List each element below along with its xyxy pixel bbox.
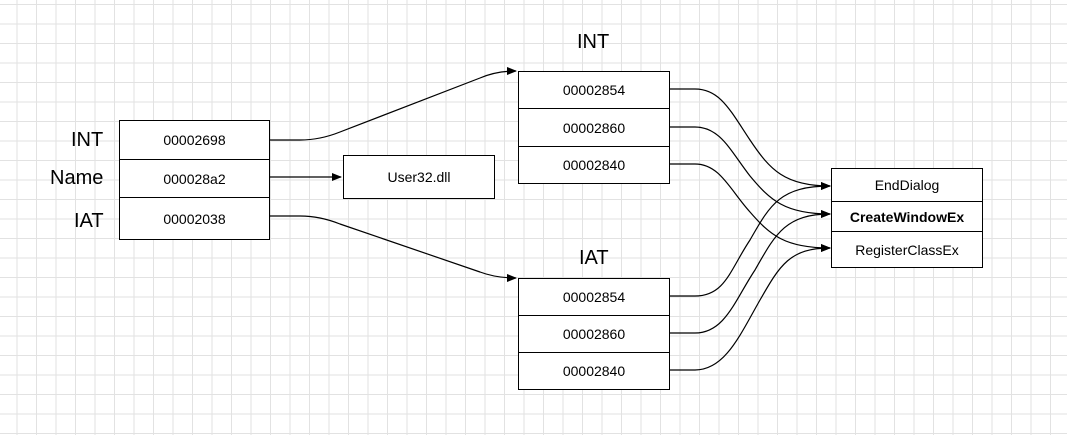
function-end-dialog: EndDialog (831, 168, 983, 201)
connector-iat-1-to-func-1 (670, 210, 831, 334)
iat-entry-1: 00002860 (518, 315, 670, 352)
connector-int-0-to-func-0 (670, 88, 831, 190)
connector-desc-iat-to-iat-table (270, 215, 517, 282)
descriptor-cell-iat: 00002038 (119, 197, 270, 240)
descriptor-cell-name: 000028a2 (119, 159, 270, 197)
connector-int-2-to-func-2 (670, 163, 831, 252)
label-name: Name (50, 167, 104, 189)
function-create-window-ex: CreateWindowEx (831, 201, 983, 231)
label-iat: IAT (74, 210, 104, 232)
label-int: INT (71, 129, 104, 151)
function-register-class-ex: RegisterClassEx (831, 231, 983, 268)
iat-entry-0: 00002854 (518, 278, 670, 315)
dll-name-box: User32.dll (343, 155, 495, 199)
connector-iat-2-to-func-2 (670, 244, 831, 371)
iat-table-title: IAT (579, 247, 609, 269)
int-table-title: INT (577, 31, 610, 53)
int-entry-2: 00002840 (518, 146, 670, 184)
connector-iat-0-to-func-0 (670, 182, 831, 297)
connector-desc-int-to-int-table (270, 67, 517, 141)
descriptor-cell-int: 00002698 (119, 120, 270, 159)
connector-int-1-to-func-1 (670, 126, 831, 218)
int-entry-1: 00002860 (518, 108, 670, 146)
iat-entry-2: 00002840 (518, 352, 670, 390)
int-entry-0: 00002854 (518, 71, 670, 108)
